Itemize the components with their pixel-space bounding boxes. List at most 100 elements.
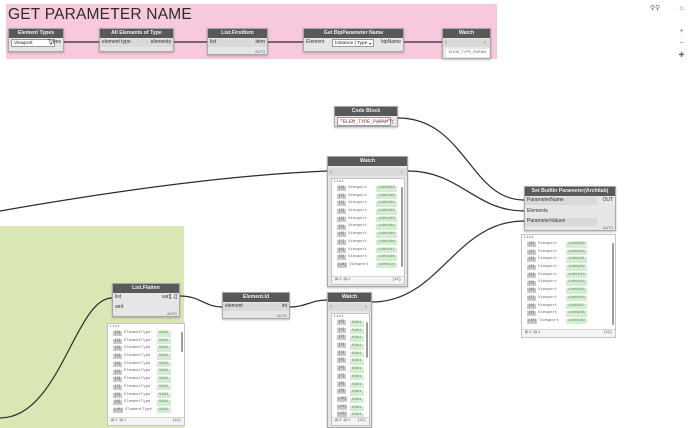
list-item-value: 1400107 xyxy=(376,247,397,254)
input-port-element[interactable]: Element xyxy=(306,39,325,45)
output-port-item[interactable]: item xyxy=(255,39,265,45)
list-index: [1] xyxy=(337,327,346,333)
list-index: [10] xyxy=(113,407,124,413)
output-port-elements[interactable]: elements xyxy=(150,39,171,45)
list-label: List xyxy=(334,315,344,319)
input-arrow-icon[interactable]: › xyxy=(445,40,447,46)
node-watch-top[interactable]: Watch › › ELEM_TYPE_PARAM xyxy=(442,28,491,59)
node-code-block[interactable]: Code Block "ELEM_TYPE_PARAM"; › xyxy=(334,106,398,127)
output-arrow-icon[interactable]: › xyxy=(401,169,403,175)
input-port-amt[interactable]: amt xyxy=(115,304,124,310)
output-arrow-icon[interactable]: › xyxy=(391,118,393,124)
lacing-label[interactable]: AUTO xyxy=(603,226,613,230)
code-editor[interactable]: "ELEM_TYPE_PARAM"; xyxy=(337,117,394,126)
input-port-list[interactable]: list xyxy=(210,39,217,45)
list-index: [6] xyxy=(337,366,346,372)
input-port-parametername[interactable]: ParameterName xyxy=(527,197,564,203)
input-port-element[interactable]: element xyxy=(225,303,243,309)
zoom-in-icon[interactable]: + xyxy=(679,28,684,35)
list-index: [2] xyxy=(113,346,122,352)
input-port-elements[interactable]: Elements xyxy=(527,208,548,214)
node-title: List.FirstItem xyxy=(208,29,267,38)
list-index: [2] xyxy=(527,257,536,263)
list-item-value: 5661 xyxy=(350,390,364,396)
scrollbar[interactable] xyxy=(401,187,403,267)
lacing-label[interactable]: AUTO xyxy=(167,312,177,316)
output-port-out[interactable]: OUT xyxy=(602,197,613,203)
node-all-elements-of-type[interactable]: All Elements of Type element type elemen… xyxy=(99,28,174,52)
node-set-builtin-parameter[interactable]: Set Builtin Parameter(Archilab) Paramete… xyxy=(524,186,616,231)
list-item: [11]5661 xyxy=(332,404,369,413)
list-index: [8] xyxy=(337,381,346,387)
list-item-value: 5661 xyxy=(157,338,171,345)
list-item: [12]5661 xyxy=(332,412,369,420)
port-band xyxy=(328,303,371,311)
output-port-int[interactable]: int xyxy=(281,303,287,309)
fit-view-icon[interactable]: ✚ xyxy=(678,52,685,59)
list-index: [5] xyxy=(337,358,346,364)
node-watch-lower[interactable]: Watch › › List [0]5661[1]5661[2]5661[3]5… xyxy=(327,292,372,428)
group-title: GET PARAMETER NAME xyxy=(8,6,192,23)
input-port-list[interactable]: list xyxy=(115,294,122,300)
list-item-type: Viewport xyxy=(538,295,558,300)
output-arrow-icon[interactable]: › xyxy=(365,304,367,310)
list-item-value: 5661 xyxy=(350,328,364,335)
scrollbar[interactable] xyxy=(366,322,368,358)
list-item-type: ElementType xyxy=(124,400,151,405)
list-index: [8] xyxy=(527,303,536,309)
output-port-types[interactable]: Types xyxy=(47,39,61,45)
scrollbar[interactable] xyxy=(181,332,183,352)
output-arrow-icon[interactable]: › xyxy=(484,40,486,46)
lacing-label[interactable]: AUTO xyxy=(277,314,287,318)
count-label: {42} xyxy=(172,419,181,423)
node-title: Code Block xyxy=(335,107,397,116)
scrollbar[interactable] xyxy=(612,243,614,325)
parameter-kind-dropdown[interactable]: Instance | Type ▾ xyxy=(332,39,374,47)
list-item-value: 1400108 xyxy=(566,311,587,317)
zoom-out-icon[interactable]: − xyxy=(679,40,684,47)
list-index: [3] xyxy=(527,265,536,271)
input-port-element-type[interactable]: element type xyxy=(102,39,131,45)
list-item-type: Viewport xyxy=(538,288,558,293)
node-element-id[interactable]: Element.Id element int AUTO xyxy=(222,292,290,319)
input-arrow-icon[interactable]: › xyxy=(330,304,332,310)
output-port-bipname[interactable]: bipName xyxy=(380,39,401,45)
node-title: Watch xyxy=(328,157,407,166)
list-index: [0] xyxy=(337,186,346,192)
node-title: Element.Id xyxy=(223,293,289,302)
input-arrow-icon[interactable]: › xyxy=(330,169,332,175)
output-port-var[interactable]: var[]..[] xyxy=(161,294,177,300)
list-item-type: ElementType xyxy=(124,369,151,374)
node-get-bipparameter-name[interactable]: Get BipParameter Name Element Instance |… xyxy=(303,28,404,52)
lacing-label[interactable]: AUTO xyxy=(255,50,265,54)
list-index: [7] xyxy=(337,239,346,245)
input-port-parametervalues[interactable]: ParameterValues xyxy=(527,218,566,224)
node-element-types[interactable]: Element Types Viewport ▾ Types xyxy=(8,28,64,52)
node-list-flatten[interactable]: List.Flatten list amt var[]..[] AUTO xyxy=(112,283,180,317)
list-label: List xyxy=(334,180,344,184)
node-title: List.Flatten xyxy=(113,284,179,293)
node-list-firstitem[interactable]: List.FirstItem list item AUTO xyxy=(207,28,268,55)
list-item-value: 5661 xyxy=(350,405,364,412)
watch-preview[interactable]: List [0]5661[1]5661[2]5661[3]5661[4]5661… xyxy=(331,313,370,426)
preview-footer: @L2 @L1 {42} xyxy=(332,276,404,284)
list-item-type: ElementType xyxy=(124,377,151,382)
home-view-icon[interactable]: ⌂ xyxy=(679,5,684,12)
binoculars-icon[interactable]: ⚲⚲ xyxy=(649,5,661,12)
list-item-type: Viewport xyxy=(348,239,368,244)
element-type-dropdown[interactable]: Viewport ▾ xyxy=(11,39,55,47)
